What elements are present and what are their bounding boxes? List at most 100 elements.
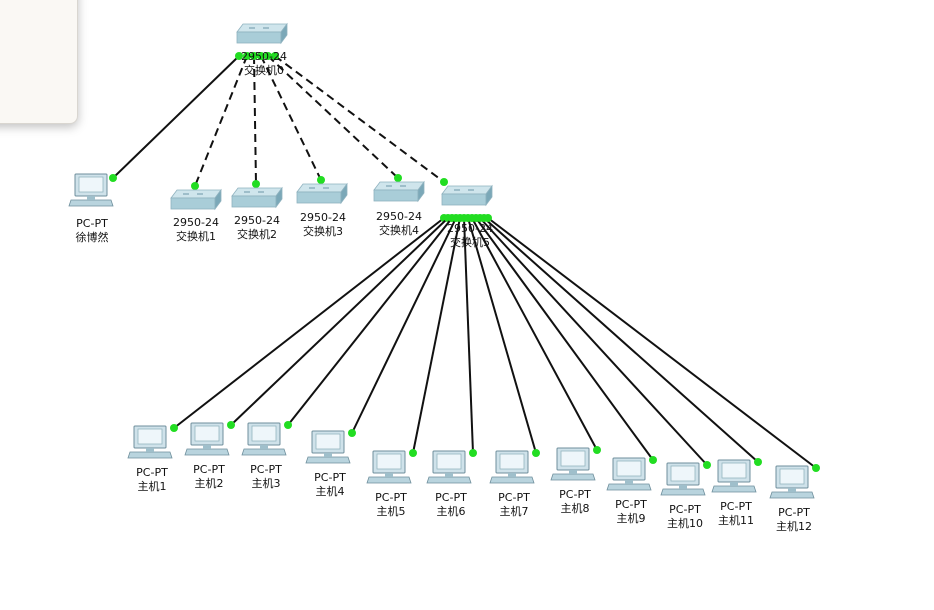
port-indicator: [812, 464, 820, 472]
links-layer: [109, 52, 820, 472]
link-sw5-host8[interactable]: [471, 217, 598, 451]
device-model-label: PC-PT: [314, 471, 346, 484]
port-indicator: [284, 421, 292, 429]
device-name-label: 交换机2: [237, 227, 277, 241]
device-name-label: 主机8: [561, 501, 590, 515]
device-model-label: 2950-24: [241, 50, 287, 63]
devices-layer: 2950-24交换机0PC-PT徐博然2950-24交换机12950-24交换机…: [68, 23, 815, 533]
link-root_switch-sw3[interactable]: [260, 55, 322, 181]
device-name-label: 主机2: [195, 476, 224, 490]
computer-icon: [184, 422, 230, 456]
port-indicator: [170, 424, 178, 432]
link-sw5-host6[interactable]: [463, 217, 474, 454]
port-indicator: [754, 458, 762, 466]
computer-icon: [550, 447, 596, 481]
port-indicator: [649, 456, 657, 464]
link-sw5-host10[interactable]: [479, 217, 708, 466]
device-model-label: PC-PT: [193, 463, 225, 476]
computer-icon: [660, 462, 706, 496]
link-sw5-host3[interactable]: [287, 217, 453, 426]
link-root_switch-sw2[interactable]: [253, 55, 257, 185]
port-indicator: [593, 446, 601, 454]
link-sw5-host1[interactable]: [173, 217, 445, 429]
port-indicator: [348, 429, 356, 437]
device-model-label: PC-PT: [669, 503, 701, 516]
port-indicator: [235, 52, 243, 60]
device-model-label: PC-PT: [250, 463, 282, 476]
link-root_switch-sw1[interactable]: [194, 55, 248, 187]
computer-icon: [68, 173, 114, 207]
port-indicator: [703, 461, 711, 469]
link-root_switch-sw5[interactable]: [274, 55, 445, 183]
device-name-label: 主机3: [252, 476, 281, 490]
computer-icon: [127, 425, 173, 459]
link-root_switch-sw4[interactable]: [267, 55, 399, 179]
port-indicator: [264, 52, 272, 60]
device-model-label: 2950-24: [376, 210, 422, 223]
link-sw5-host9[interactable]: [475, 217, 654, 461]
port-indicator: [191, 182, 199, 190]
switch-icon: [231, 187, 283, 208]
device-model-label: PC-PT: [559, 488, 591, 501]
switch-icon: [296, 183, 348, 204]
computer-icon: [426, 450, 472, 484]
port-indicator: [409, 449, 417, 457]
device-name-label: 主机11: [718, 513, 754, 527]
link-sw5-host5[interactable]: [412, 217, 461, 454]
device-name-label: 主机10: [667, 516, 703, 530]
port-indicator: [484, 214, 492, 222]
computer-icon: [305, 430, 351, 464]
device-model-label: PC-PT: [498, 491, 530, 504]
device-model-label: 2950-24: [173, 216, 219, 229]
link-sw5-host7[interactable]: [467, 217, 537, 454]
switch-icon: [373, 181, 425, 202]
device-name-label: 交换机5: [450, 235, 490, 249]
device-name-label: 交换机4: [379, 223, 419, 237]
computer-icon: [711, 459, 757, 493]
port-indicator: [252, 180, 260, 188]
link-sw5-host11[interactable]: [483, 217, 759, 463]
link-root_switch-pc_left[interactable]: [112, 55, 240, 179]
computer-icon: [366, 450, 412, 484]
switch-icon: [170, 189, 222, 210]
computer-icon: [489, 450, 535, 484]
port-indicator: [271, 52, 279, 60]
port-indicator: [257, 52, 265, 60]
device-name-label: 主机7: [500, 504, 529, 518]
device-model-label: 2950-24: [447, 222, 493, 235]
link-sw5-host12[interactable]: [487, 217, 817, 469]
computer-icon: [769, 465, 815, 499]
computer-icon: [241, 422, 287, 456]
overlay-panel: [0, 0, 78, 124]
switch-icon: [441, 185, 493, 206]
port-indicator: [317, 176, 325, 184]
device-model-label: 2950-24: [234, 214, 280, 227]
link-sw5-host4[interactable]: [351, 217, 457, 434]
device-name-label: 主机4: [316, 484, 345, 498]
switch-icon: [236, 23, 288, 44]
link-sw5-host2[interactable]: [230, 217, 449, 426]
device-name-label: 交换机1: [176, 229, 216, 243]
port-indicator: [532, 449, 540, 457]
port-indicator: [109, 174, 117, 182]
